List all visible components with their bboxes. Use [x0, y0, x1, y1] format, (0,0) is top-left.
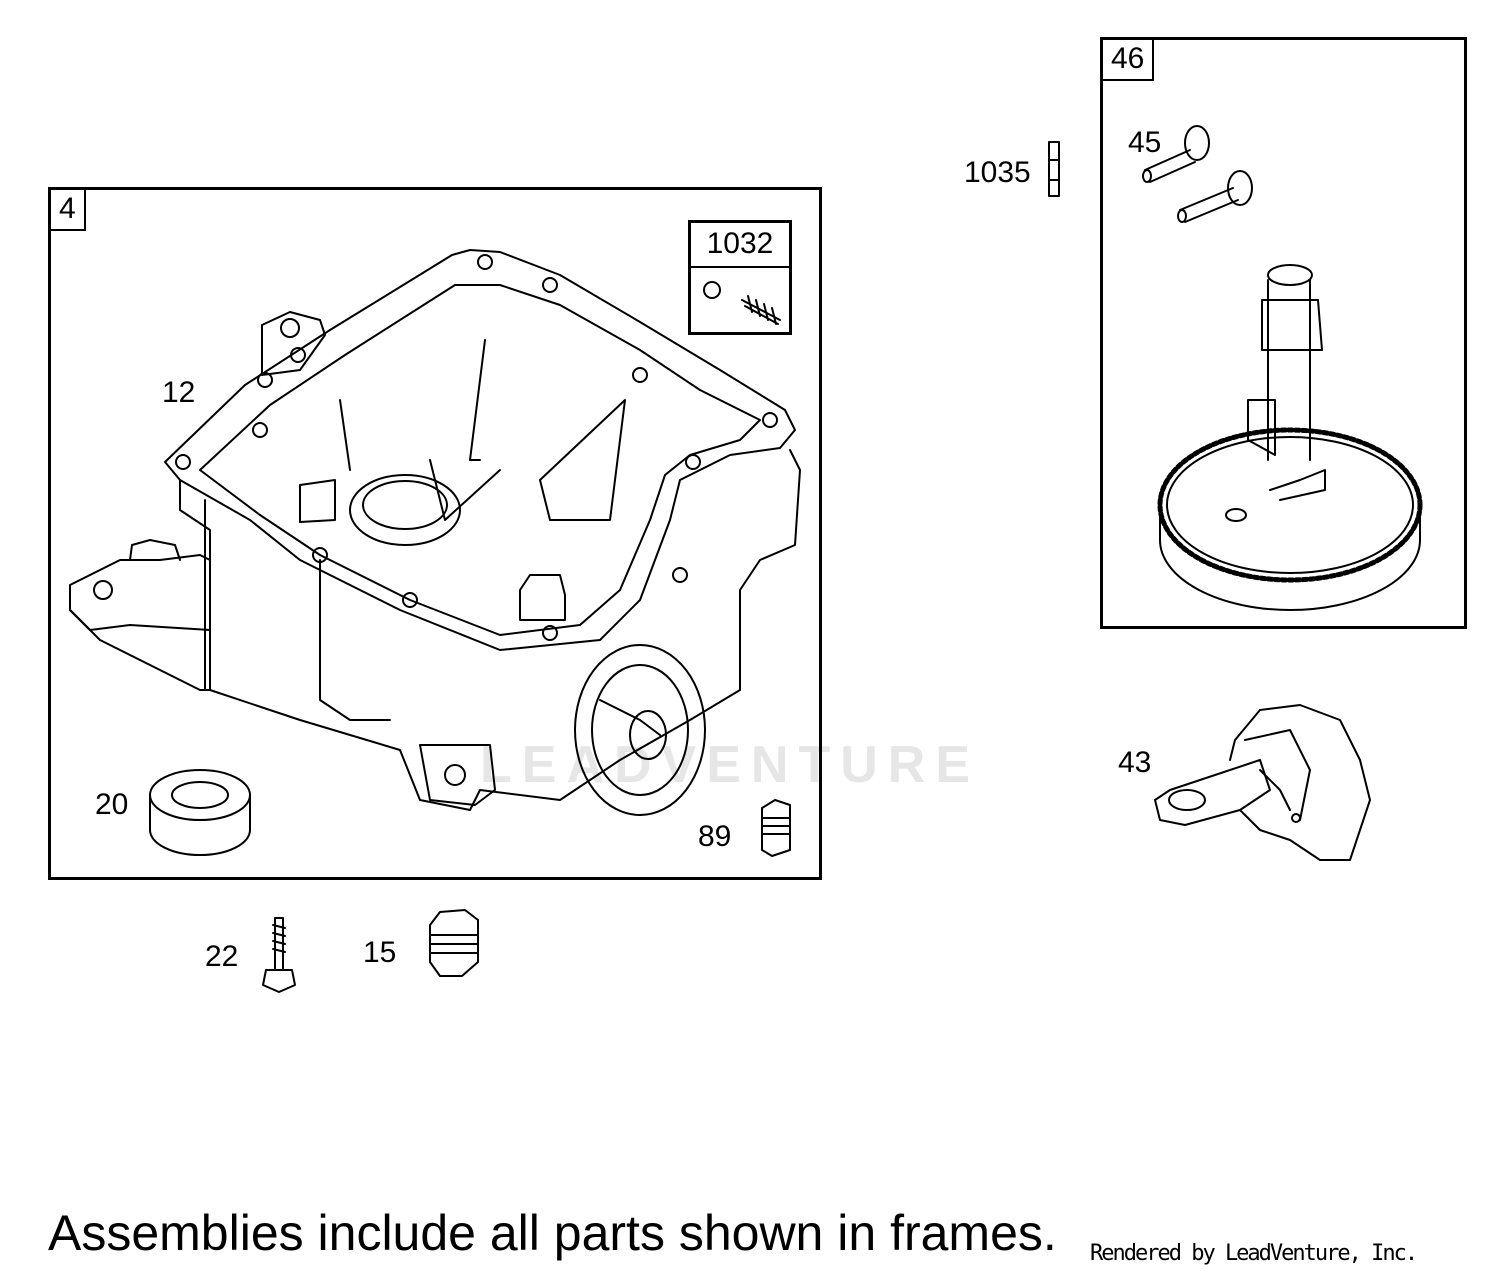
frame-assembly-1032: 1032: [688, 220, 792, 335]
frame-label-4: 4: [51, 190, 86, 231]
plug-part-89: [761, 799, 791, 857]
tappets-part-45: [1142, 125, 1253, 223]
oil-pump-part-43: [1154, 704, 1371, 861]
bolt-part-22: [262, 917, 296, 993]
oil-seal-part-20: [149, 769, 251, 856]
callout-45: 45: [1128, 126, 1162, 159]
frame-assembly-46: 46: [1100, 37, 1467, 629]
check-ball-and-spring: [703, 281, 781, 325]
assemblies-note: Assemblies include all parts shown in fr…: [48, 1205, 1057, 1261]
callout-12: 12: [162, 376, 196, 409]
callout-20: 20: [95, 788, 129, 821]
frame-label-1032: 1032: [691, 223, 789, 268]
render-credit: Rendered by LeadVenture, Inc.: [1090, 1241, 1418, 1266]
callout-43: 43: [1118, 746, 1152, 779]
plug-part-15: [429, 909, 479, 977]
callout-22: 22: [205, 940, 239, 973]
frame-label-46: 46: [1103, 40, 1155, 81]
callout-89: 89: [698, 820, 732, 853]
frame-assembly-4: 4: [48, 187, 822, 880]
callout-1035: 1035: [964, 156, 1031, 189]
sump-cover-part-12: [69, 249, 801, 816]
camshaft-gear: [1157, 264, 1423, 611]
watermark-text: LEADVENTURE: [480, 736, 981, 794]
callout-15: 15: [363, 936, 397, 969]
pin-part-1035: [1048, 141, 1060, 197]
